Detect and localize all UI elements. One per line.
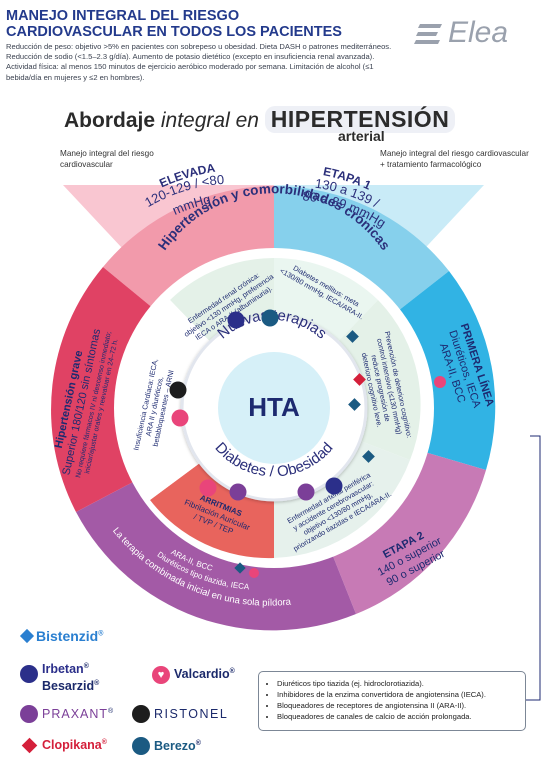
page-title: MANEJO INTEGRAL DEL RIESGO CARDIOVASCULA… [6,8,386,40]
berezo-dot [261,309,279,327]
drug-class-legend: Diuréticos tipo tiazida (ej. hidroclorot… [258,671,526,731]
bistenzid-diamond-4 [234,562,246,574]
legend-connector [526,435,541,701]
note-right: Manejo integral del riesgo cardiovascula… [380,149,529,169]
brand-clopikana: Clopikana® [42,738,107,752]
valcardio-heart-icon: ♥ [152,666,170,684]
banner-hipertension: HIPERTENSIÓN [264,106,456,133]
hta-center-label: HTA [248,392,300,422]
title-line-1: MANEJO INTEGRAL DEL RIESGO [6,8,240,24]
ristonel-icon [132,705,150,723]
bistenzid-diamond-3 [362,450,375,463]
intro-text: Reducción de peso: objetivo >5% en pacie… [6,42,392,82]
banner-arterial: arterial [338,128,385,144]
banner-integral-en: integral en [160,109,259,132]
irbetan-icon [20,665,38,683]
bistenzid-diamond-2 [348,398,361,411]
brand-irbetan: Irbetan® [42,662,89,676]
banner-title: Abordaje integral en HIPERTENSIÓN [64,106,456,133]
elea-logo: Elea [412,16,542,50]
praxant-dot [229,483,247,501]
brand-berezo: Berezo® [154,739,201,753]
legend-item: Bloqueadores de canales de calcio de acc… [277,711,517,722]
valcardio-dot-3 [434,376,446,388]
logo-text: Elea [448,16,509,49]
bistenzid-diamond [346,330,359,343]
valcardio-dot-2 [199,479,217,497]
irbetan-dot [227,311,245,329]
brand-besarzid: Besarzid® [42,679,100,693]
center-circle [218,352,330,464]
banner-abordaje: Abordaje [64,109,156,132]
clopikana-diamond [353,373,366,386]
legend-item: Diuréticos tipo tiazida (ej. hidroclorot… [277,678,517,689]
elea-mark-icon [414,24,442,44]
valcardio-dot-4 [249,568,259,578]
note-left: Manejo integral del riesgo cardiovascula… [60,149,154,169]
valcardio-dot [171,409,189,427]
besarzid-dot [169,381,187,399]
berezo-icon [132,737,150,755]
irbetan-dot-2 [325,477,343,495]
legend-item: Inhibidores de la enzima convertidora de… [277,689,517,700]
legend-item: Bloqueadores de receptores de angiotensi… [277,700,517,711]
brand-praxant: PRAXANT® [42,707,115,721]
title-line-2: CARDIOVASCULAR EN TODOS LOS PACIENTES [6,24,342,40]
bistenzid-icon [19,628,35,644]
brand-bistenzid: Bistenzid® [19,628,103,644]
brand-ristonel: RISTONEL [154,707,229,721]
brand-valcardio: Valcardio® [174,667,235,681]
praxant-icon [20,705,38,723]
praxant-dot-2 [297,483,315,501]
